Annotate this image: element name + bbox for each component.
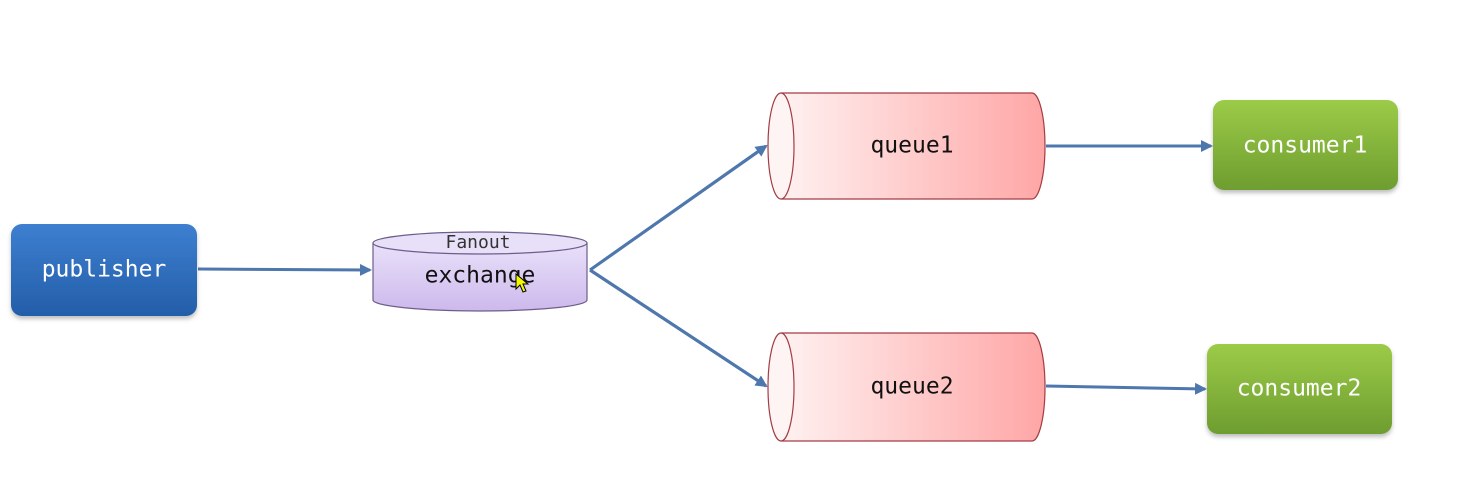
publisher-label: publisher xyxy=(42,257,167,283)
exchange-type-label: Fanout xyxy=(445,232,510,253)
queue2-label: queue2 xyxy=(870,374,953,400)
consumer1-label: consumer1 xyxy=(1243,133,1368,159)
consumer1-node: consumer1 xyxy=(1213,100,1398,190)
exchange-node: Fanout exchange xyxy=(372,231,588,312)
arrow-publisher-exchange xyxy=(197,263,372,276)
arrow-exchange-queue2 xyxy=(589,268,768,388)
mouse-cursor-icon xyxy=(515,272,530,293)
consumer2-node: consumer2 xyxy=(1207,344,1392,434)
arrows xyxy=(197,140,1213,395)
consumer2-label: consumer2 xyxy=(1237,376,1362,402)
publisher-node: publisher xyxy=(11,224,197,316)
arrow-exchange-queue1 xyxy=(589,144,768,272)
queue2-node: queue2 xyxy=(767,332,1046,442)
queue1-label: queue1 xyxy=(870,133,953,159)
arrow-queue2-consumer2 xyxy=(1045,382,1207,395)
queue1-node: queue1 xyxy=(767,92,1046,200)
